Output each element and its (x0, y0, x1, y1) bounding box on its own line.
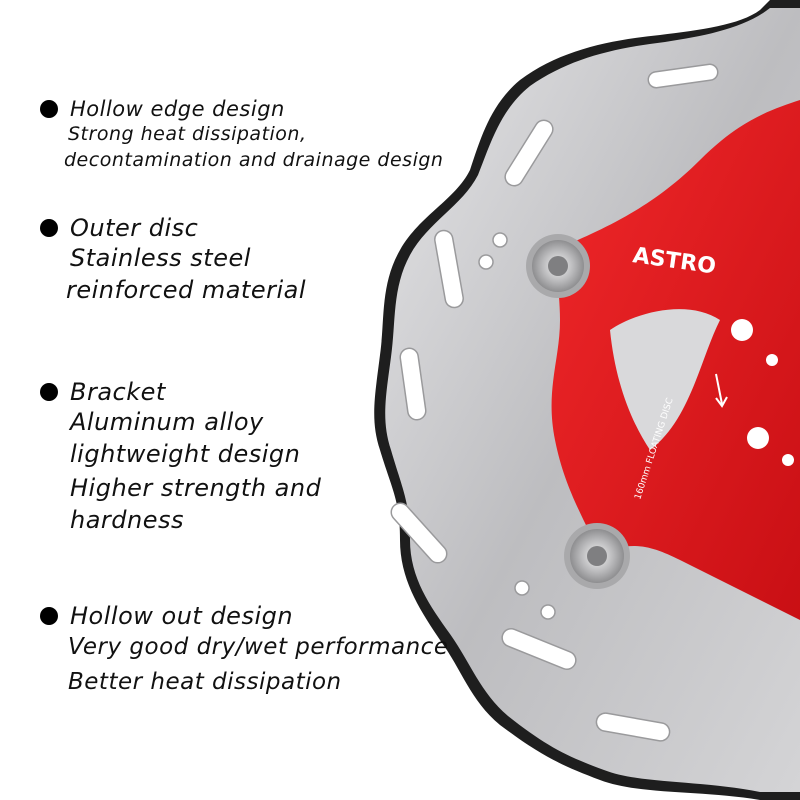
bullet-icon (40, 383, 58, 401)
bullet-icon (40, 607, 58, 625)
feature-detail: lightweight design (70, 440, 301, 468)
bracket-cutouts (610, 309, 794, 466)
rivet-bottom (564, 523, 630, 589)
feature-detail: reinforced material (66, 276, 307, 304)
feature-detail: Better heat dissipation (68, 669, 342, 695)
feature-title: Outer disc (70, 214, 199, 242)
feature-detail: Higher strength and (70, 474, 322, 502)
rotation-arrow-icon (715, 373, 728, 408)
feature-title: Hollow edge design (70, 97, 285, 121)
feature-detail: Very good dry/wet performance (68, 634, 449, 660)
bullet-icon (40, 219, 58, 237)
rivet-top (526, 234, 590, 298)
feature-detail: Aluminum alloy (70, 408, 264, 436)
feature-detail: Stainless steel (70, 244, 251, 272)
hollow-slots (390, 63, 719, 742)
feature-detail: Strong heat dissipation, (68, 123, 307, 145)
feature-title: Hollow out design (70, 602, 294, 630)
bullet-icon (40, 100, 58, 118)
feature-detail: hardness (70, 506, 185, 534)
feature-hollow-out: Hollow out design Very good dry/wet perf… (40, 602, 448, 700)
feature-detail: decontamination and drainage design (64, 149, 444, 171)
feature-outer-disc: Outer disc Stainless steel reinforced ma… (40, 214, 306, 306)
feature-title: Bracket (70, 378, 166, 406)
feature-hollow-edge: Hollow edge design Strong heat dissipati… (40, 97, 443, 173)
feature-bracket: Bracket Aluminum alloy lightweight desig… (40, 378, 321, 536)
